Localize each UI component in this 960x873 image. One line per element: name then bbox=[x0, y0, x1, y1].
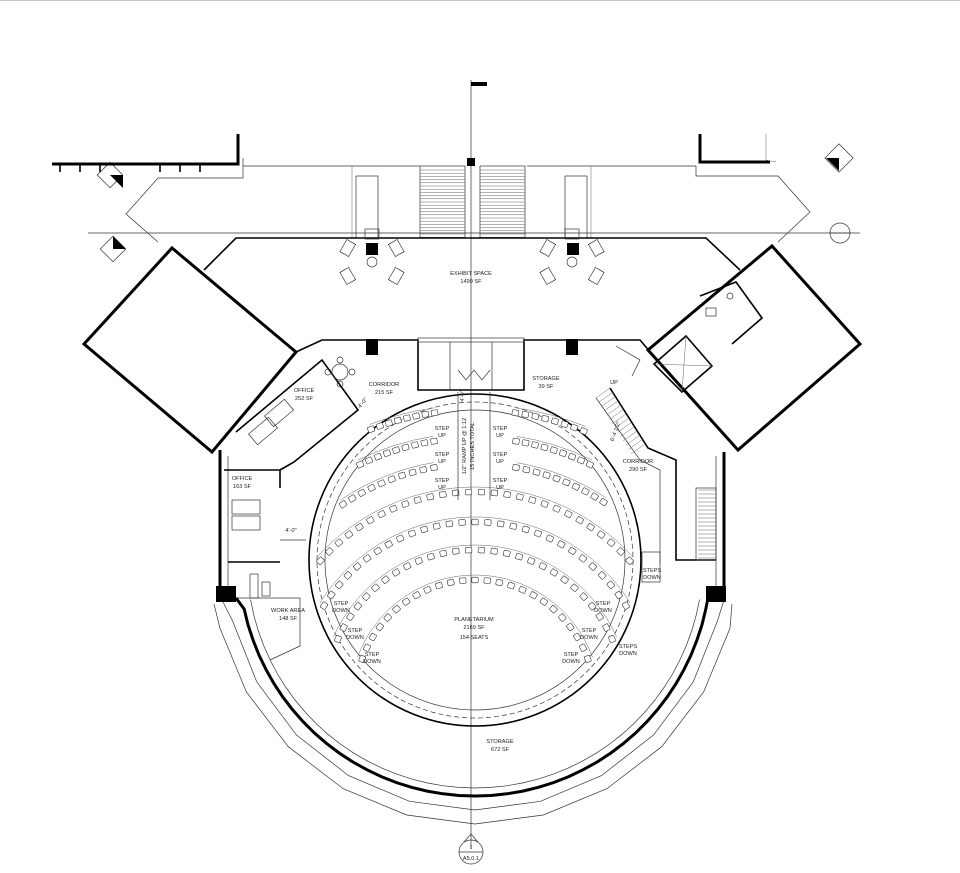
svg-text:A5.0.1: A5.0.1 bbox=[463, 856, 479, 862]
svg-text:DOWN: DOWN bbox=[346, 635, 364, 641]
svg-text:1: 1 bbox=[469, 845, 472, 851]
section-marker-top-left bbox=[96, 161, 124, 189]
room-label-storage-large: STORAGE 672 SF bbox=[486, 739, 514, 753]
section-marker-left bbox=[99, 235, 127, 263]
room-label-work-area: WORK AREA 148 SF bbox=[271, 608, 305, 622]
svg-text:STEP: STEP bbox=[334, 601, 349, 607]
svg-text:DOWN: DOWN bbox=[363, 659, 381, 665]
svg-text:1499 SF: 1499 SF bbox=[460, 279, 482, 285]
svg-text:STORAGE: STORAGE bbox=[486, 739, 514, 745]
svg-text:WORK AREA: WORK AREA bbox=[271, 608, 305, 614]
svg-text:OFFICE: OFFICE bbox=[232, 476, 253, 482]
exhibit-kiosk-left bbox=[339, 228, 405, 286]
svg-text:STEP: STEP bbox=[582, 628, 597, 634]
dimension-stair: 6'-4 1/2" bbox=[610, 421, 623, 442]
entry-walkway bbox=[243, 165, 696, 239]
restroom-area bbox=[699, 281, 764, 345]
axis-marker-top bbox=[471, 82, 487, 86]
svg-text:STEP: STEP bbox=[596, 601, 611, 607]
ramp-label: 1/2" RAMP UP @ 1:12 bbox=[462, 418, 468, 474]
svg-text:215 SF: 215 SF bbox=[375, 390, 394, 396]
planetarium-seating bbox=[316, 407, 634, 663]
svg-text:STEPS: STEPS bbox=[619, 644, 638, 650]
room-label-office-1: OFFICE 252 SF bbox=[294, 388, 315, 402]
svg-text:290 SF: 290 SF bbox=[629, 467, 648, 473]
svg-text:UP: UP bbox=[496, 485, 504, 491]
svg-text:STEP: STEP bbox=[564, 652, 579, 658]
svg-text:154 SEATS: 154 SEATS bbox=[460, 635, 489, 641]
svg-text:UP: UP bbox=[438, 433, 446, 439]
top-border-line bbox=[0, 0, 960, 1]
svg-text:DOWN: DOWN bbox=[332, 608, 350, 614]
svg-text:252 SF: 252 SF bbox=[295, 396, 314, 402]
dimension-corridor-left: 4'-0" bbox=[357, 397, 369, 409]
svg-text:672 SF: 672 SF bbox=[491, 747, 510, 753]
svg-text:STEP: STEP bbox=[435, 452, 450, 458]
svg-text:148 SF: 148 SF bbox=[279, 616, 298, 622]
existing-wall-left bbox=[52, 134, 244, 243]
stair-up-label: UP bbox=[610, 380, 618, 386]
office-furniture bbox=[231, 356, 356, 599]
svg-text:STEPS: STEPS bbox=[643, 568, 662, 574]
svg-text:STEP: STEP bbox=[348, 628, 363, 634]
wing-left bbox=[81, 245, 299, 455]
svg-text:STEP: STEP bbox=[493, 478, 508, 484]
room-label-corridor-right: CORRIDOR 290 SF bbox=[623, 459, 653, 473]
exhibit-space-outline bbox=[203, 158, 741, 271]
room-label-corridor-left: CORRIDOR 215 SF bbox=[369, 382, 399, 396]
svg-text:UP: UP bbox=[438, 485, 446, 491]
dimension-door: 4'-0" bbox=[460, 390, 466, 401]
svg-text:OFFICE: OFFICE bbox=[294, 388, 315, 394]
ramp-aisle bbox=[457, 369, 491, 500]
entry-stairs bbox=[419, 165, 526, 239]
existing-wall-right bbox=[695, 134, 811, 243]
svg-text:UP: UP bbox=[496, 433, 504, 439]
room-label-exhibit: EXHIBIT SPACE 1499 SF bbox=[450, 271, 492, 285]
elevator bbox=[652, 334, 714, 394]
exhibit-kiosk-right bbox=[539, 228, 605, 286]
column-marker-right bbox=[829, 222, 851, 244]
right-stair bbox=[595, 345, 717, 564]
ramp-total-label: 15 INCHES TOTAL bbox=[470, 422, 476, 470]
svg-text:STEP: STEP bbox=[435, 478, 450, 484]
svg-text:CORRIDOR: CORRIDOR bbox=[623, 459, 653, 465]
office-walls bbox=[224, 358, 360, 661]
storage-outer-shell bbox=[213, 551, 733, 825]
svg-text:STEP: STEP bbox=[435, 426, 450, 432]
svg-text:UP: UP bbox=[438, 459, 446, 465]
svg-text:PLANETARIUM: PLANETARIUM bbox=[454, 617, 494, 623]
svg-text:STEP: STEP bbox=[365, 652, 380, 658]
svg-text:39 SF: 39 SF bbox=[539, 384, 555, 390]
svg-text:DOWN: DOWN bbox=[580, 635, 598, 641]
svg-text:UP: UP bbox=[496, 459, 504, 465]
svg-text:2169 SF: 2169 SF bbox=[463, 625, 485, 631]
svg-text:DOWN: DOWN bbox=[594, 608, 612, 614]
svg-text:STEP: STEP bbox=[493, 426, 508, 432]
svg-text:DOWN: DOWN bbox=[562, 659, 580, 665]
section-marker-bottom: 1 A5.0.1 bbox=[458, 833, 484, 865]
svg-text:CORRIDOR: CORRIDOR bbox=[369, 382, 399, 388]
room-label-office-2: OFFICE 163 SF bbox=[232, 476, 253, 490]
room-label-planetarium: PLANETARIUM 2169 SF 154 SEATS bbox=[454, 617, 494, 641]
room-label-storage-small: STORAGE 39 SF bbox=[532, 376, 560, 390]
svg-text:DOWN: DOWN bbox=[619, 651, 637, 657]
svg-text:STORAGE: STORAGE bbox=[532, 376, 560, 382]
svg-text:STEP: STEP bbox=[493, 452, 508, 458]
svg-text:EXHIBIT SPACE: EXHIBIT SPACE bbox=[450, 271, 492, 277]
dimension-work-area: 4'-0" bbox=[285, 528, 296, 534]
svg-text:163 SF: 163 SF bbox=[233, 484, 252, 490]
wing-right bbox=[645, 243, 863, 453]
section-marker-top-right bbox=[824, 143, 854, 173]
svg-text:DOWN: DOWN bbox=[643, 575, 661, 581]
